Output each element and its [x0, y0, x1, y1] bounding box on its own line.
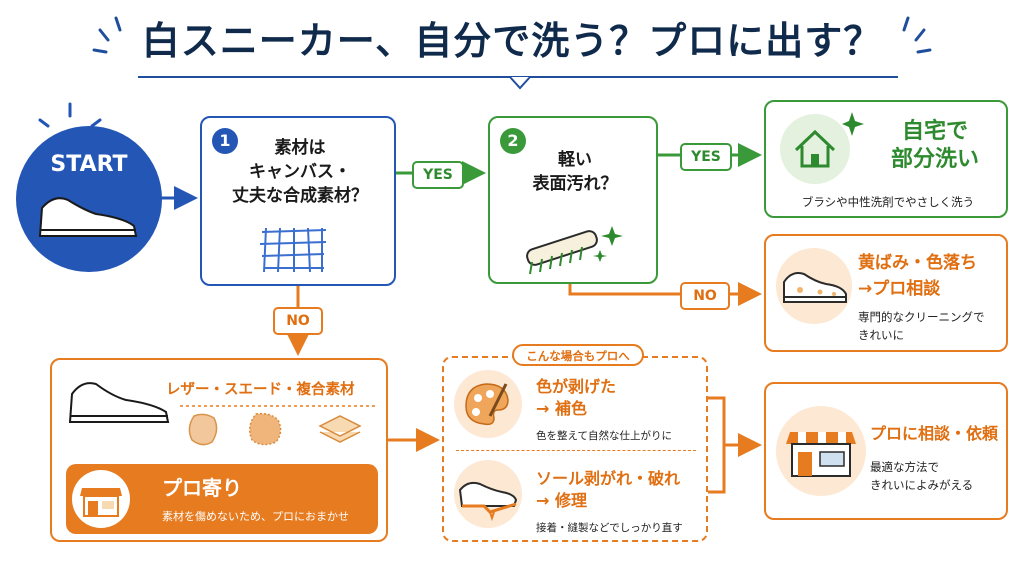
pro-leaning-title: プロ寄り [162, 476, 242, 500]
palette-icon [465, 383, 509, 426]
shop-icon [80, 488, 122, 517]
leather-shoe-icon [68, 382, 170, 423]
torn-sole-icon [458, 481, 518, 522]
question-1-number: 1 [212, 128, 238, 154]
question-2-number: 2 [500, 128, 526, 154]
pro-cases-header: こんな場合もプロへ [512, 344, 644, 366]
consult-desc: 最適な方法で きれいによみがえる [870, 460, 974, 492]
leather-label: レザー・スエード・複合素材 [166, 382, 355, 398]
consult-shop-bg [776, 406, 866, 496]
cases-divider [456, 450, 696, 451]
home-wash-box: 自宅で 部分洗い ブラシや中性洗剤でやさしく洗う [764, 100, 1008, 218]
consult-title: プロに相談・依頼 [870, 424, 999, 443]
leather-box: レザー・スエード・複合素材 プロ寄り 素材を傷めないため、プロにおまかせ [50, 358, 388, 542]
question-1-box: 1 素材は キャンバス・ 丈夫な合成素材？ [200, 116, 396, 286]
case-1-title: 色が剥げた → 補色 [536, 377, 617, 418]
page-title: 白スニーカー、自分で洗う？プロに出す？ [141, 19, 883, 63]
start-label: START [50, 152, 128, 177]
brush-icon [526, 226, 623, 275]
yellowed-sneaker-icon [783, 272, 847, 303]
question-2-text: 軽い 表面汚れ？ [532, 150, 618, 194]
home-wash-title: 自宅で 部分洗い [890, 119, 979, 172]
case-1-desc: 色を整えて自然な仕上がりに [536, 430, 672, 442]
yellowing-desc: 専門的なクリーニングで きれいに [858, 310, 985, 342]
title-decoration [92, 16, 932, 90]
start-node: START [16, 126, 162, 272]
pro-shop-icon-bg [72, 470, 130, 528]
no-label-1: NO [273, 307, 323, 335]
torn-shoe-icon-bg [454, 460, 522, 528]
yellowing-title: 黄ばみ・色落ち →プロ相談 [858, 253, 977, 299]
question-1-text: 素材は キャンバス・ 丈夫な合成素材？ [232, 138, 368, 206]
home-sparkle-icon [842, 112, 864, 136]
palette-icon-bg [454, 370, 522, 438]
fabric-mesh-icon [259, 227, 327, 273]
house-icon [794, 129, 836, 168]
pro-leaning-banner: プロ寄り 素材を傷めないため、プロにおまかせ [66, 464, 378, 534]
question-2-box: 2 軽い 表面汚れ？ [488, 116, 658, 284]
sneaker-icon [38, 197, 138, 237]
no-label-2: NO [680, 282, 730, 310]
home-wash-desc: ブラシや中性洗剤でやさしく洗う [801, 195, 975, 209]
yellowing-box: 黄ばみ・色落ち →プロ相談 専門的なクリーニングで きれいに [764, 234, 1008, 352]
pro-leaning-desc: 素材を傷めないため、プロにおまかせ [162, 510, 349, 523]
start-sparkle-icon [38, 102, 102, 128]
home-icon-bg [780, 114, 850, 184]
yellow-shoe-bg [776, 248, 852, 324]
case-2-title: ソール剥がれ・破れ → 修理 [536, 469, 681, 510]
case-2-desc: 接着・縫製などでしっかり直す [536, 522, 683, 534]
material-swatches-icon [180, 405, 376, 446]
yes-label-2: YES [680, 143, 732, 171]
storefront-icon [786, 432, 856, 477]
consult-box: プロに相談・依頼 最適な方法で きれいによみがえる [764, 382, 1008, 520]
yes-label-1: YES [412, 161, 464, 189]
